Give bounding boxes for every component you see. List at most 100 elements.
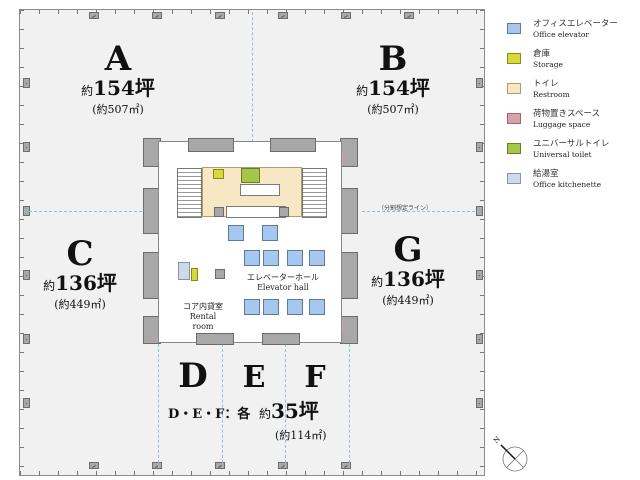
column [152,462,162,469]
shaft [215,269,225,279]
column [23,142,30,152]
shaft [270,138,316,152]
column [23,270,30,280]
split-line-de [222,344,223,468]
zone-c: C 約136坪 (約449㎡) [30,237,130,312]
office-elevator [262,225,278,241]
office-kitchenette [178,262,190,280]
toilet-stalls [240,184,280,196]
column [278,12,288,19]
shaft [279,207,289,217]
legend-item-universal-toilet: ユニバーサルトイレ Universal toilet [502,137,638,167]
office-elevator [287,299,303,315]
shaft [196,333,234,345]
zone-area-sqm: (約449㎡) [54,298,106,311]
legend-swatch [507,173,521,184]
zone-letter: A [104,39,132,79]
zone-letter: B [378,39,408,79]
split-line-fg [349,344,350,468]
zone-area-tsubo: 約154坪 [81,76,155,100]
zone-a: A 約154坪 (約507㎡) [68,42,168,117]
rental-room-label: コア内貸室 Rental room [183,302,223,331]
legend-swatch [507,23,521,34]
zone-area-sqm: (約507㎡) [367,103,419,116]
column [476,398,483,408]
column [23,398,30,408]
grid-ticks-bottom [20,471,484,475]
zone-b: B 約154坪 (約507㎡) [343,42,443,117]
legend-swatch [507,53,521,64]
split-line-ab [252,12,253,142]
office-elevator [244,299,260,315]
column [23,78,30,88]
zone-letter: C [66,234,94,274]
zone-letter: F [304,360,326,395]
column [476,142,483,152]
north-arrow-icon: N [492,435,529,473]
zone-area-tsubo: 約154坪 [356,76,430,100]
grid-ticks-right [480,10,484,475]
office-elevator [263,299,279,315]
stairwell-west [177,168,202,218]
legend-item-storage: 倉庫 Storage [502,47,638,77]
zone-def-area-sqm: (約114㎡) [275,429,327,442]
office-elevator [228,225,244,241]
universal-toilet [241,168,260,183]
zone-area-tsubo: 約136坪 [43,271,117,295]
storage [213,169,224,179]
shaft [262,333,300,345]
office-elevator [309,299,325,315]
zone-d: D [175,359,211,393]
shaft [214,207,224,217]
column [215,12,225,19]
legend-item-restroom: トイレ Restroom [502,77,638,107]
zone-area-sqm: (約507㎡) [92,103,144,116]
column [341,462,351,469]
legend-item-office-elevator: オフィスエレベーター Office elevator [502,17,638,47]
zone-g: G 約136坪 (約449㎡) [358,233,458,308]
legend-swatch [507,143,521,154]
storage [191,268,198,281]
core-column [340,188,358,234]
luggage-space [341,319,343,333]
zone-letter: G [393,230,423,270]
zone-area-tsubo: 約136坪 [371,267,445,291]
column [152,12,162,19]
grid-ticks-left [20,10,24,475]
office-elevator [309,250,325,266]
office-elevator [263,250,279,266]
split-line-label: （分割想定ライン） [378,205,433,212]
stairwell-east [302,168,327,218]
office-elevator [287,250,303,266]
zone-letter: E [242,360,266,395]
office-elevator [244,250,260,266]
column [476,270,483,280]
column [404,12,414,19]
column [341,12,351,19]
legend-item-office-kitchenette: 給湯室 Office kitchenette [502,167,638,197]
legend-swatch [507,83,521,94]
legend-item-luggage-space: 荷物置きスペース Luggage space [502,107,638,137]
luggage-space [341,151,343,165]
column [89,12,99,19]
toilet-stalls [226,206,286,218]
split-line-bg [362,211,480,212]
elevator-hall-label: エレベーターホール Elevator hall [247,273,319,292]
zone-f: F [297,361,333,395]
column [23,334,30,344]
split-line-ef [285,344,286,468]
column [476,334,483,344]
zone-def-summary: D・E・F：各 約35坪 [168,399,319,423]
zone-e: E [236,361,272,395]
floor-plan: （分割想定ライン） [19,9,485,476]
column [89,462,99,469]
core-column [340,252,358,299]
legend-swatch [507,113,521,124]
column [476,78,483,88]
split-line-cd [158,344,159,468]
shaft [188,138,234,152]
column [278,462,288,469]
column [215,462,225,469]
split-line-ac [24,211,142,212]
zone-letter: D [178,356,208,396]
